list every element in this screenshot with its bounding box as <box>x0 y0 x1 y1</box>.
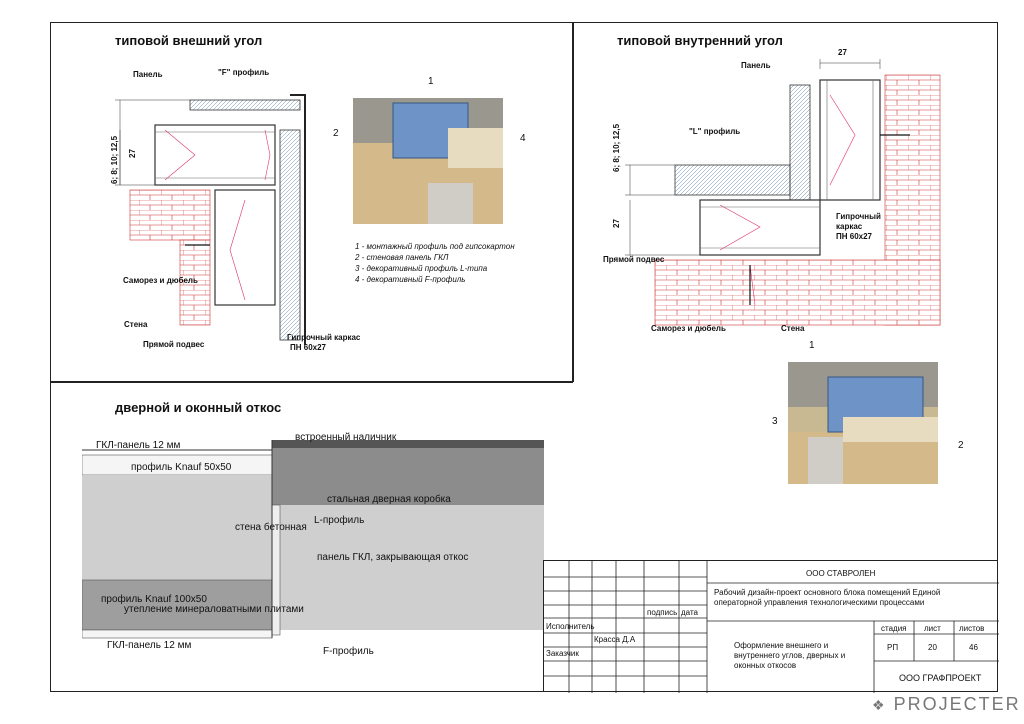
legend-item: 4 - декоративный F-профиль <box>355 275 466 284</box>
watermark-logo-icon: ❖ <box>872 697 887 713</box>
int-frame-label-3: ПН 60х27 <box>836 232 872 241</box>
ext-frame-label-1: Гипрочный каркас <box>287 333 361 342</box>
tb-project: Рабочий дизайн-проект основного блока по… <box>714 588 941 607</box>
watermark: ❖ PROJECTER <box>872 694 1021 714</box>
int-dim-27-top: 27 <box>838 48 847 57</box>
ext-hanger-label: Прямой подвес <box>143 340 205 349</box>
title-external-corner: типовой внешний угол <box>115 33 263 48</box>
slope-concrete-label: стена бетонная <box>235 522 307 533</box>
int-l-profile-label: "L" профиль <box>689 127 741 136</box>
int-frame-label-1: Гипрочный <box>836 212 881 221</box>
slope-gkl-top-label: ГКЛ-панель 12 мм <box>96 440 181 451</box>
photo1-num-1: 1 <box>428 76 434 87</box>
int-dim-27: 27 <box>612 219 621 228</box>
ext-f-profile-label: "F" профиль <box>218 68 270 77</box>
tb-sheets-header: листов <box>959 624 985 633</box>
photo1-num-4: 4 <box>520 133 526 144</box>
tb-executor-name: Красса Д.А <box>594 635 636 644</box>
divider-vertical <box>572 22 574 382</box>
tb-stage-header: стадия <box>881 624 907 633</box>
ext-panel-label: Панель <box>133 70 163 79</box>
tb-sheet-title: Оформление внешнего и внутреннего углов,… <box>734 641 846 670</box>
int-frame-label-2: каркас <box>836 222 863 231</box>
slope-gkl-bottom-label: ГКЛ-панель 12 мм <box>107 640 192 651</box>
title-internal-corner: типовой внутренний угол <box>617 33 783 48</box>
tb-sheet-header: лист <box>924 624 941 633</box>
title-slope: дверной и оконный откос <box>115 400 282 415</box>
tb-org: ООО ГРАФПРОЕКТ <box>899 673 982 683</box>
photo1-num-2: 2 <box>333 128 339 139</box>
slope-drawing <box>82 440 544 639</box>
int-dim-thickness: 6; 8; 10; 12,5 <box>612 123 621 172</box>
external-corner-drawing <box>115 94 306 345</box>
slope-gkl-panel-label: панель ГКЛ, закрывающая откос <box>317 552 469 563</box>
divider-horizontal <box>50 381 573 383</box>
slope-casing-label: встроенный наличник <box>295 432 397 443</box>
int-screw-label: Саморез и дюбель <box>651 324 726 333</box>
int-wall-label: Стена <box>781 324 805 333</box>
photo2-num-2: 2 <box>958 440 964 451</box>
drawing-frame <box>50 22 998 692</box>
photo-internal-corner <box>788 362 938 484</box>
tb-sign: подпись <box>647 608 678 617</box>
legend-item: 1 - монтажный профиль под гипсокартон <box>355 242 515 251</box>
tb-date: дата <box>681 608 698 617</box>
slope-insulation-label: утепление минераловатными плитами <box>124 604 304 615</box>
legend-item: 2 - стеновая панель ГКЛ <box>355 253 449 262</box>
int-panel-label: Панель <box>741 61 771 70</box>
photo-external-corner <box>353 98 503 224</box>
photo2-num-1: 1 <box>809 340 815 351</box>
slope-steel-label: стальная дверная коробка <box>327 494 451 505</box>
slope-knauf50-label: профиль Knauf 50x50 <box>131 462 232 473</box>
ext-screw-label: Саморез и дюбель <box>123 276 198 285</box>
ext-frame-label-2: ПН 60х27 <box>290 343 326 352</box>
tb-customer: Заказчик <box>546 649 579 658</box>
tb-executor: Исполнитель <box>546 622 595 631</box>
legend: 1 - монтажный профиль под гипсокартон 2 … <box>355 241 515 285</box>
internal-corner-drawing <box>625 59 941 326</box>
slope-knauf100-label: профиль Knauf 100x50 <box>101 594 207 605</box>
title-block: ООО СТАВРОЛЕН Рабочий дизайн-проект осно… <box>543 560 999 693</box>
slope-l-profile-label: L-профиль <box>314 515 365 526</box>
int-hanger-label: Прямой подвес <box>603 255 665 264</box>
ext-dim-27: 27 <box>128 149 137 158</box>
photo2-num-3: 3 <box>772 416 778 427</box>
ext-wall-label: Стена <box>124 320 148 329</box>
slope-f-profile-label: F-профиль <box>323 646 374 657</box>
tb-stage: РП <box>887 643 899 652</box>
tb-sheets: 46 <box>969 643 978 652</box>
tb-company: ООО СТАВРОЛЕН <box>806 569 876 578</box>
legend-item: 3 - декоративный профиль L-типа <box>355 264 488 273</box>
ext-dim-thickness: 6; 8; 10; 12,5 <box>110 135 119 184</box>
tb-sheet: 20 <box>928 643 937 652</box>
